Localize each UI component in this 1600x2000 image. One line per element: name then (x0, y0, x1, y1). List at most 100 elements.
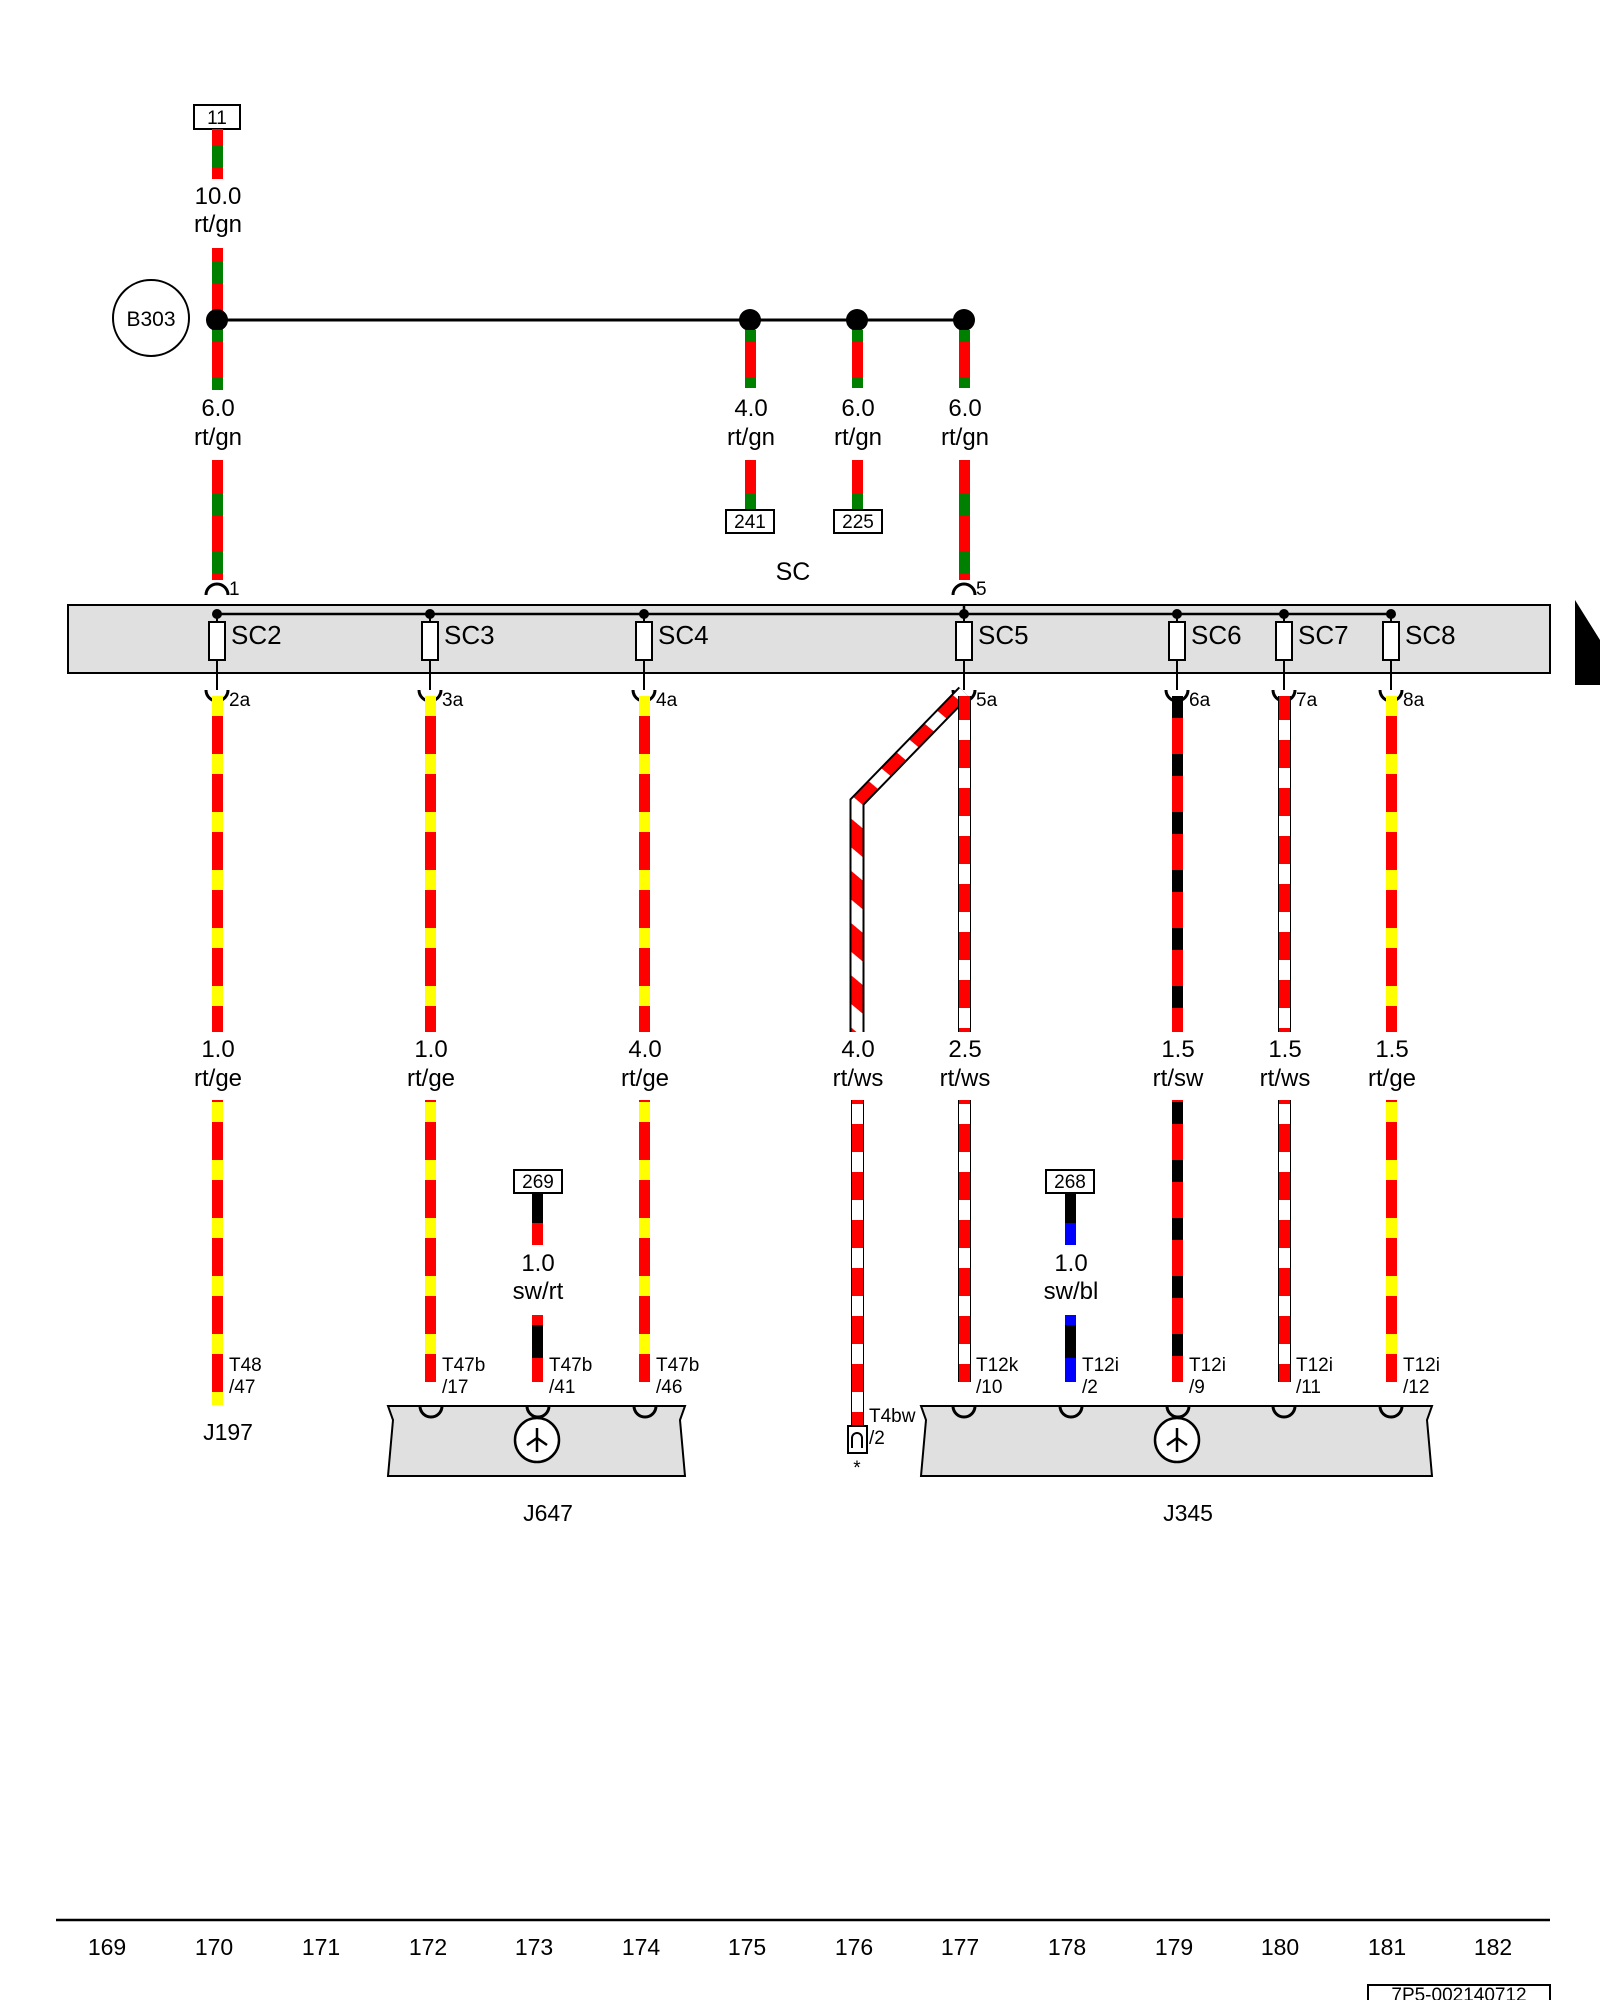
fuse-label: SC4 (658, 620, 709, 650)
wire-color-label: rt/gn (194, 424, 242, 451)
fuse-pin-out-label: 7a (1296, 690, 1318, 711)
track-number: 177 (941, 1934, 979, 1960)
terminal-icon (1271, 1405, 1297, 1419)
ref-268-label: 268 (1054, 1172, 1086, 1193)
current-track: 169 170 171 172 173 174 175 176 177 178 … (56, 1918, 1550, 1960)
track-number: 172 (409, 1934, 447, 1960)
wire-size-label: 1.5 (1268, 1036, 1301, 1063)
wire-segment (1386, 696, 1397, 1032)
connector-name: T12k (976, 1355, 1019, 1376)
fuse-carrier-body (67, 604, 1551, 674)
fuse-sc5: SC5 5a (951, 609, 1029, 711)
wire-size-label: 4.0 (841, 1036, 874, 1063)
wire-segment (532, 1358, 543, 1382)
wire-color-label: rt/ws (940, 1065, 991, 1092)
wire-segment (745, 330, 756, 388)
wire-segment (1279, 1100, 1290, 1382)
wire-segment (1065, 1325, 1076, 1358)
wire-size-label: 6.0 (201, 395, 234, 422)
wire-segment (425, 696, 436, 1032)
wire-segment (212, 696, 223, 1032)
track-number: 182 (1474, 1934, 1512, 1960)
wire-segment (532, 1315, 543, 1325)
fuse-icon (208, 621, 226, 661)
fuse-pin-in-label: 1 (229, 579, 240, 600)
wire-color-label: rt/gn (941, 424, 989, 451)
lower-wire-1: 1.0 rt/ge T48 /47 J197 (194, 696, 262, 1445)
component-label-j197: J197 (203, 1419, 253, 1445)
track-number: 176 (835, 1934, 873, 1960)
fuse-label: SC8 (1405, 620, 1456, 650)
wire-color-label: rt/ge (407, 1065, 455, 1092)
wire-size-label: 1.5 (1375, 1036, 1408, 1063)
connector-pin: /2 (869, 1428, 885, 1449)
wire-segment (532, 1193, 543, 1223)
lower-wire-6: 1.5 rt/sw T12i /9 (1153, 696, 1226, 1398)
fuse-sc2: SC2 2a (204, 609, 282, 711)
document-number: 7P5-002140712 (1367, 1984, 1551, 2000)
wire-segment (1172, 1100, 1183, 1382)
terminal-icon (951, 582, 977, 596)
upper-wire-3: 6.0 rt/gn 225 (833, 330, 883, 534)
ground-point-circle (112, 279, 190, 357)
track-number: 175 (728, 1934, 766, 1960)
connector-pin: /2 (1082, 1377, 1098, 1398)
wire-segment (532, 1325, 543, 1358)
fuse-icon (421, 621, 439, 661)
upper-wire-1: 6.0 rt/gn (194, 330, 242, 580)
upper-wire-2: 4.0 rt/gn 241 (725, 330, 775, 534)
track-number: 181 (1368, 1934, 1406, 1960)
fuse-carrier: SC 1 5 SC2 2a SC3 3a (67, 558, 1600, 711)
wire-size-label: 6.0 (948, 395, 981, 422)
connector-name: T47b (549, 1355, 592, 1376)
fuse-icon (635, 621, 653, 661)
wire-segment (1172, 696, 1183, 1032)
wire-size-label: 4.0 (734, 395, 767, 422)
lower-wire-2: 1.0 rt/ge T47b /17 (407, 696, 485, 1398)
connector-pin: /12 (1403, 1377, 1429, 1398)
connector-name: T12i (1296, 1355, 1333, 1376)
track-number: 178 (1048, 1934, 1086, 1960)
junction-bus (206, 309, 975, 331)
wire-color-label: rt/ws (1260, 1065, 1311, 1092)
track-number: 174 (622, 1934, 661, 1960)
wire-color-label: sw/bl (1044, 1278, 1099, 1305)
ref-225-label: 225 (842, 512, 874, 533)
wire-segment (959, 330, 970, 388)
connector-name: T47b (656, 1355, 699, 1376)
junction-dot (206, 309, 228, 331)
connector-name: T4bw (869, 1406, 916, 1427)
connector-pin: /41 (549, 1377, 575, 1398)
fuse-sc4: SC4 4a (631, 609, 709, 711)
wire-size-label: 1.5 (1161, 1036, 1194, 1063)
lower-wire-3: 4.0 rt/ge T47b /46 (621, 696, 699, 1398)
fuse-label: SC7 (1298, 620, 1349, 650)
connector-name: T12i (1189, 1355, 1226, 1376)
lower-wire-4: 4.0 rt/ws T4bw /2 * (833, 686, 970, 1479)
connector-pin: /10 (976, 1377, 1002, 1398)
wire-segment (1279, 696, 1290, 1032)
connector-name: T47b (442, 1355, 485, 1376)
connector-name: T12i (1403, 1355, 1440, 1376)
fuse-icon (1382, 621, 1400, 661)
upper-wire-4: 6.0 rt/gn (941, 330, 989, 580)
wire-segment (1065, 1223, 1076, 1245)
control-unit-arrow-icon (1166, 1428, 1188, 1452)
track-number: 169 (88, 1934, 126, 1960)
fuse-pin-out-label: 2a (229, 690, 251, 711)
ref-269-label: 269 (522, 1172, 554, 1193)
document-number-label: 7P5-002140712 (1391, 1985, 1526, 2000)
component-label-j345: J345 (1163, 1500, 1213, 1526)
component-label-j647: J647 (523, 1500, 573, 1526)
fuse-label: SC6 (1191, 620, 1242, 650)
wire-size-label: 1.0 (201, 1036, 234, 1063)
lower-wire-8: 1.5 rt/ge T12i /12 (1368, 696, 1440, 1398)
fuse-label: SC5 (978, 620, 1029, 650)
wire-color-label: rt/gn (727, 424, 775, 451)
ref-241-label: 241 (734, 512, 766, 533)
connector-pin: /11 (1296, 1377, 1321, 1398)
document-number-box (1367, 1984, 1551, 2000)
fuse-pin-out-label: 4a (656, 690, 678, 711)
wire-segment (639, 1100, 650, 1382)
